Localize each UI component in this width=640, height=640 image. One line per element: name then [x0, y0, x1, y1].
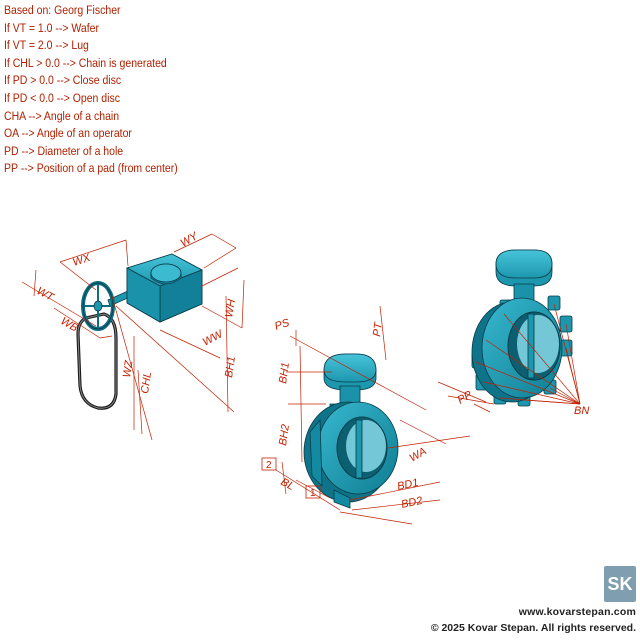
- dim-label-ww: WW: [201, 328, 226, 349]
- dim-label-chl: CHL: [139, 371, 154, 394]
- dim-label-bn: BN: [574, 405, 589, 417]
- logo: SK: [604, 566, 636, 602]
- dim-label-bh1-left: BH1: [223, 356, 238, 379]
- dim-label-pt: PT: [371, 321, 385, 338]
- tag-boxes: [261, 457, 321, 499]
- note-line: If VT = 2.0 --> Lug: [4, 38, 89, 53]
- notes-list: Based on: Georg Fischer If VT = 1.0 --> …: [4, 2, 206, 178]
- tag-label-1: 1: [310, 488, 316, 499]
- dim-label-bd1: BD1: [396, 477, 419, 493]
- dim-label-wa: WA: [408, 445, 429, 464]
- dim-label-wz: WZ: [121, 359, 135, 379]
- copyright-text: © 2025 Kovar Stepan. All rights reserved…: [430, 622, 636, 634]
- dim-label-wy: WY: [179, 230, 201, 250]
- dim-label-wx: WX: [71, 252, 92, 269]
- note-line: Based on: Georg Fischer: [4, 3, 121, 17]
- note-line: CHA --> Angle of a chain: [4, 108, 120, 123]
- tag-label-2: 2: [266, 460, 272, 471]
- note-line: If PD < 0.0 --> Open disc: [4, 90, 120, 105]
- dim-label-pp: PP: [456, 389, 475, 407]
- note-line: If CHL > 0.0 --> Chain is generated: [4, 55, 167, 70]
- wafer-valve: [303, 353, 399, 509]
- dim-label-wt: WT: [35, 285, 57, 304]
- dim-label-bl: BL: [279, 476, 297, 493]
- website-link[interactable]: www.kovarstepan.com: [518, 606, 636, 618]
- note-line: If PD > 0.0 --> Close disc: [4, 73, 122, 88]
- dim-label-wh: WH: [223, 298, 238, 318]
- dimension-lines: [21, 233, 581, 525]
- dim-label-bh1-mid: BH1: [277, 362, 292, 385]
- dim-label-bd2: BD2: [400, 495, 423, 511]
- gear-operator: [76, 253, 203, 410]
- note-line: PP --> Position of a pad (from center): [4, 161, 178, 176]
- dim-label-bh2: BH2: [277, 424, 292, 447]
- dim-label-ps: PS: [273, 317, 291, 333]
- note-line: PD --> Diameter of a hole: [4, 143, 124, 158]
- note-line: If VT = 1.0 --> Wafer: [4, 20, 99, 35]
- lug-valve: [471, 249, 573, 407]
- note-line: OA --> Angle of an operator: [4, 126, 132, 141]
